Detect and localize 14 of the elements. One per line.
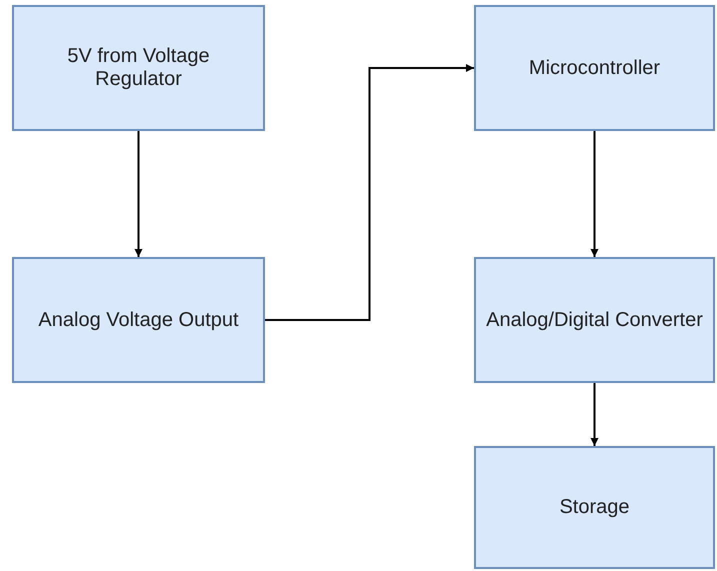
arrow <box>134 131 142 257</box>
process-box <box>474 5 715 131</box>
box-label: Storage <box>559 496 630 519</box>
box-label: 5V from Voltage Regulator <box>66 45 211 91</box>
arrow <box>265 64 474 321</box>
process-box <box>12 257 265 383</box>
box-label: Analog/Digital Converter <box>486 308 703 332</box>
arrow <box>590 383 598 446</box>
process-box <box>474 446 715 569</box>
process-box <box>12 5 265 131</box>
box-label: Analog Voltage Output <box>38 308 239 332</box>
box-label: Microcontroller <box>528 56 660 80</box>
process-box <box>474 257 715 383</box>
arrow <box>590 131 598 257</box>
